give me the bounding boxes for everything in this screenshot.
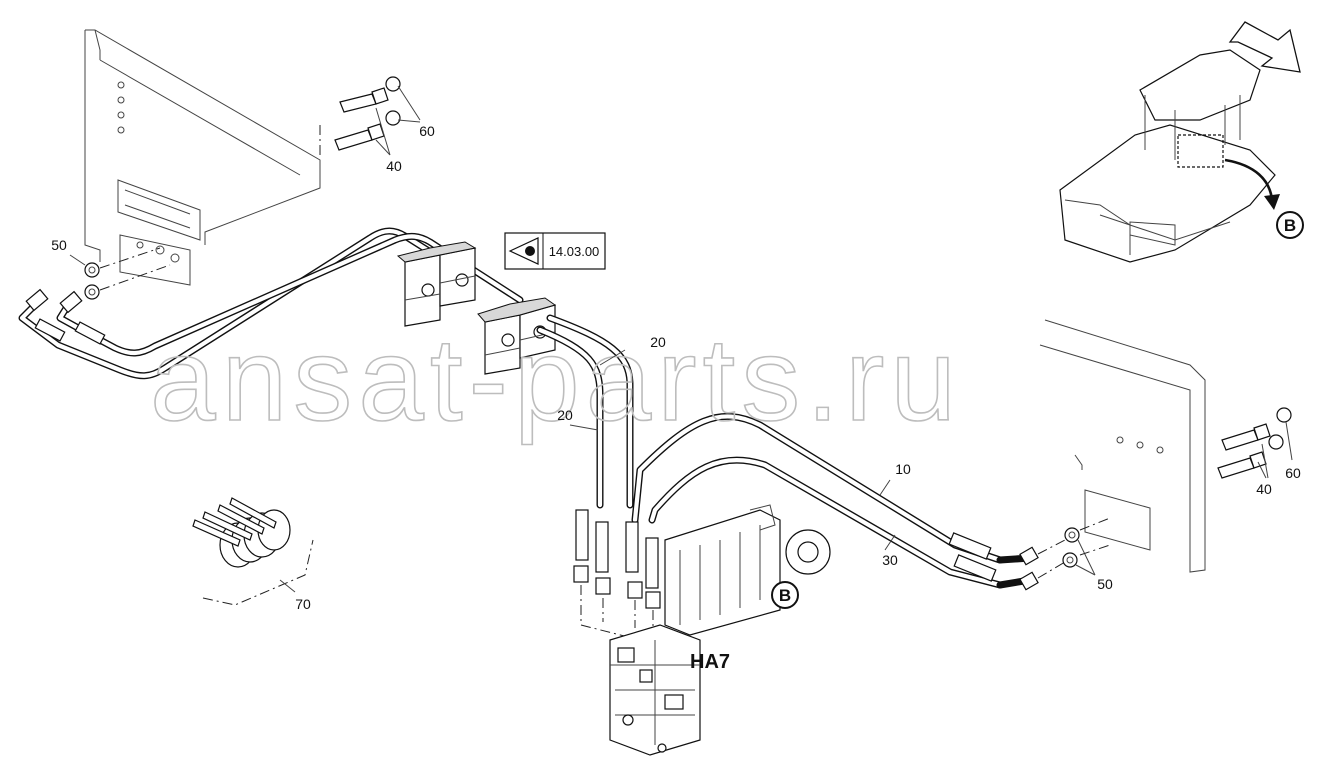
overview-inset: B: [1059, 21, 1304, 263]
clamp-block-upper: [396, 241, 477, 327]
valve-block-ha7: [609, 624, 701, 756]
reference-box[interactable]: 14.03.00: [504, 232, 606, 270]
callout-60-right: 60: [1285, 465, 1301, 481]
valve-label-ha7: HA7: [690, 651, 730, 673]
hose-left-outer: [18, 227, 444, 380]
callout-50-right: 50: [1097, 576, 1113, 592]
bolt-set-right: [1217, 407, 1293, 479]
hose-30: [648, 456, 1004, 589]
overview-marker: B: [1284, 216, 1296, 235]
hose-left-inner: [56, 232, 524, 357]
callout-60-top: 60: [419, 123, 435, 139]
watermark: ansat-parts.ru: [150, 314, 962, 446]
callout-10: 10: [895, 461, 911, 477]
callout-40-right: 40: [1256, 481, 1272, 497]
callout-30: 30: [882, 552, 898, 568]
right-hose-fittings: [948, 532, 1066, 591]
right-frame-plate: [1039, 319, 1206, 573]
detail-arrow-icon: [1224, 158, 1274, 201]
callout-20-a: 20: [650, 334, 666, 350]
callout-50-left: 50: [51, 237, 67, 253]
bolt-set-top: [319, 76, 421, 158]
washers-right: [1062, 517, 1111, 576]
overview-marker-circle: [1276, 211, 1304, 239]
view-direction-arrow-icon: [1228, 21, 1301, 73]
left-hose-fittings: [25, 288, 106, 345]
valve-fittings: [573, 509, 661, 641]
reference-label: 14.03.00: [549, 244, 600, 259]
detail-marker-circle: [771, 581, 799, 609]
callout-20-b: 20: [557, 407, 573, 423]
cable-ties: [192, 497, 314, 606]
callout-70: 70: [295, 596, 311, 612]
washers-left: [69, 247, 171, 300]
valve-block-b: [664, 504, 831, 636]
detail-marker: B: [779, 586, 791, 605]
callout-40-top: 40: [386, 158, 402, 174]
left-frame-plate: [84, 29, 321, 286]
hose-20-b: [546, 314, 634, 509]
eye-view-icon: [508, 237, 539, 265]
hose-20-a: [536, 326, 604, 509]
hose-10: [631, 412, 1004, 564]
